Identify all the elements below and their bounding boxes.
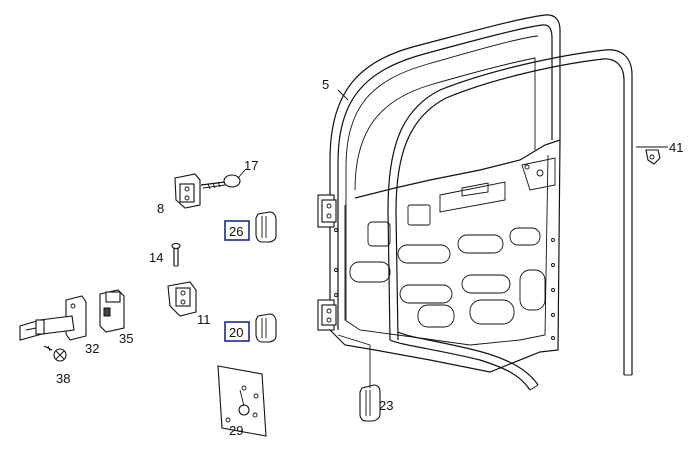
label-part-41: 41: [669, 140, 683, 155]
door-hinge-upper: [317, 194, 337, 228]
label-part-35: 35: [119, 331, 133, 346]
label-part-32: 32: [85, 341, 99, 356]
label-part-23: 23: [379, 398, 393, 413]
seal-pad-part-26: [255, 211, 277, 243]
clip-part-41: [636, 146, 668, 165]
label-part-29: 29: [229, 423, 243, 438]
striker-plate-part-29: [217, 365, 267, 437]
label-part-17: 17: [244, 158, 258, 173]
hinge-bracket-part-11: [167, 281, 197, 317]
label-part-38: 38: [56, 371, 70, 386]
weatherstrip-seal: [387, 49, 633, 391]
bolt-part-17: [200, 174, 241, 190]
door-check-strap-part-32: [19, 295, 87, 341]
hinge-bracket-part-8: [174, 173, 201, 209]
seal-pad-part-23: [359, 384, 381, 422]
label-part-14: 14: [149, 250, 163, 265]
label-part-20[interactable]: 20: [229, 325, 243, 340]
label-part-8: 8: [157, 201, 164, 216]
housing-part-35: [99, 289, 125, 333]
label-part-26[interactable]: 26: [229, 224, 243, 239]
callout-box-20[interactable]: [224, 321, 250, 342]
leader-lines: [237, 89, 668, 388]
seal-pad-part-20: [255, 313, 277, 343]
door-hinge-lower: [317, 299, 337, 331]
label-part-5: 5: [322, 77, 329, 92]
pin-part-14: [171, 242, 181, 267]
label-part-11: 11: [197, 312, 211, 327]
screw-part-38: [43, 345, 67, 362]
door-frame: [329, 14, 561, 373]
callout-box-26[interactable]: [224, 220, 250, 241]
